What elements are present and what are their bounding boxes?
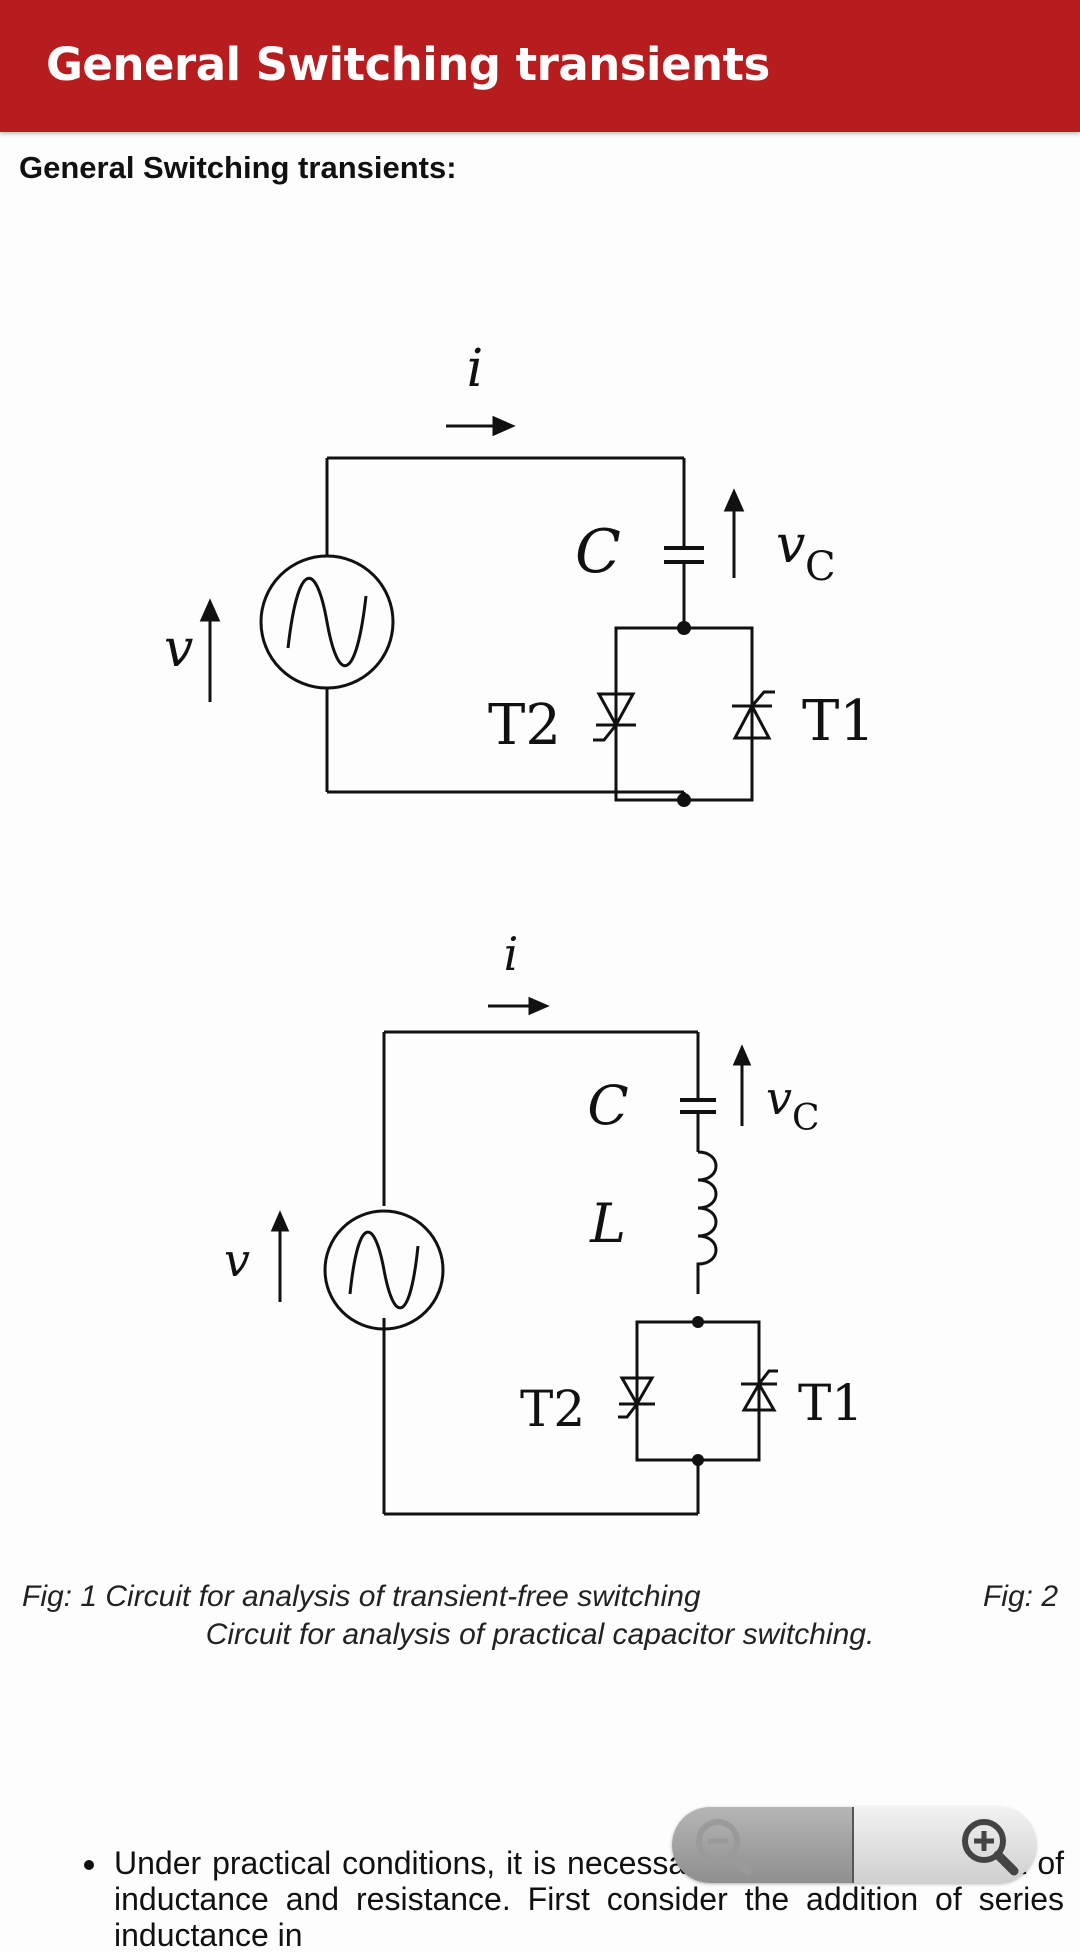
zoom-out-icon	[696, 1819, 753, 1876]
figure-2-caption-label: Fig: 2	[982, 1580, 1058, 1613]
figure-1-capacitor-label: C	[575, 517, 621, 587]
figure-2-circuit: i C L v C v T2 T1	[224, 930, 863, 1516]
figure-2-current-label: i	[504, 930, 519, 981]
figure-2-cap-voltage-label: v	[766, 1071, 792, 1125]
figure-2-cap-voltage-sub: C	[792, 1098, 820, 1139]
figure-1-t1-label: T1	[802, 689, 875, 754]
app-bar: General Switching transients	[0, 0, 1080, 132]
figure-caption-line-2: Circuit for analysis of practical capaci…	[205, 1618, 875, 1651]
figure-2-capacitor-label: C	[587, 1074, 628, 1137]
zoom-controls	[672, 1807, 1036, 1883]
figure-1-circuit: i C v C v T2 T1	[164, 339, 875, 807]
figure-1-source-voltage-label: v	[164, 619, 193, 679]
figure-1-cap-voltage-sub: C	[805, 544, 836, 590]
figure-2-source-voltage-label: v	[224, 1233, 250, 1287]
figure-1-t2-label: T2	[488, 693, 561, 758]
zoom-in-icon	[962, 1819, 1019, 1876]
figure-1-caption: Fig: 1 Circuit for analysis of transient…	[22, 1580, 701, 1613]
zoom-out-button[interactable]	[672, 1807, 854, 1883]
bullet-dot	[84, 1860, 94, 1870]
figure-2-t1-label: T1	[798, 1374, 863, 1432]
figure-2-t2-label: T2	[520, 1380, 585, 1438]
figure-1-current-label: i	[467, 339, 484, 399]
content-heading: General Switching transients:	[19, 150, 457, 185]
figure-2-inductor-label: L	[589, 1192, 626, 1255]
app-title: General Switching transients	[46, 38, 770, 91]
figure-1-cap-voltage-label: v	[776, 515, 805, 575]
zoom-in-button[interactable]	[854, 1807, 1036, 1883]
